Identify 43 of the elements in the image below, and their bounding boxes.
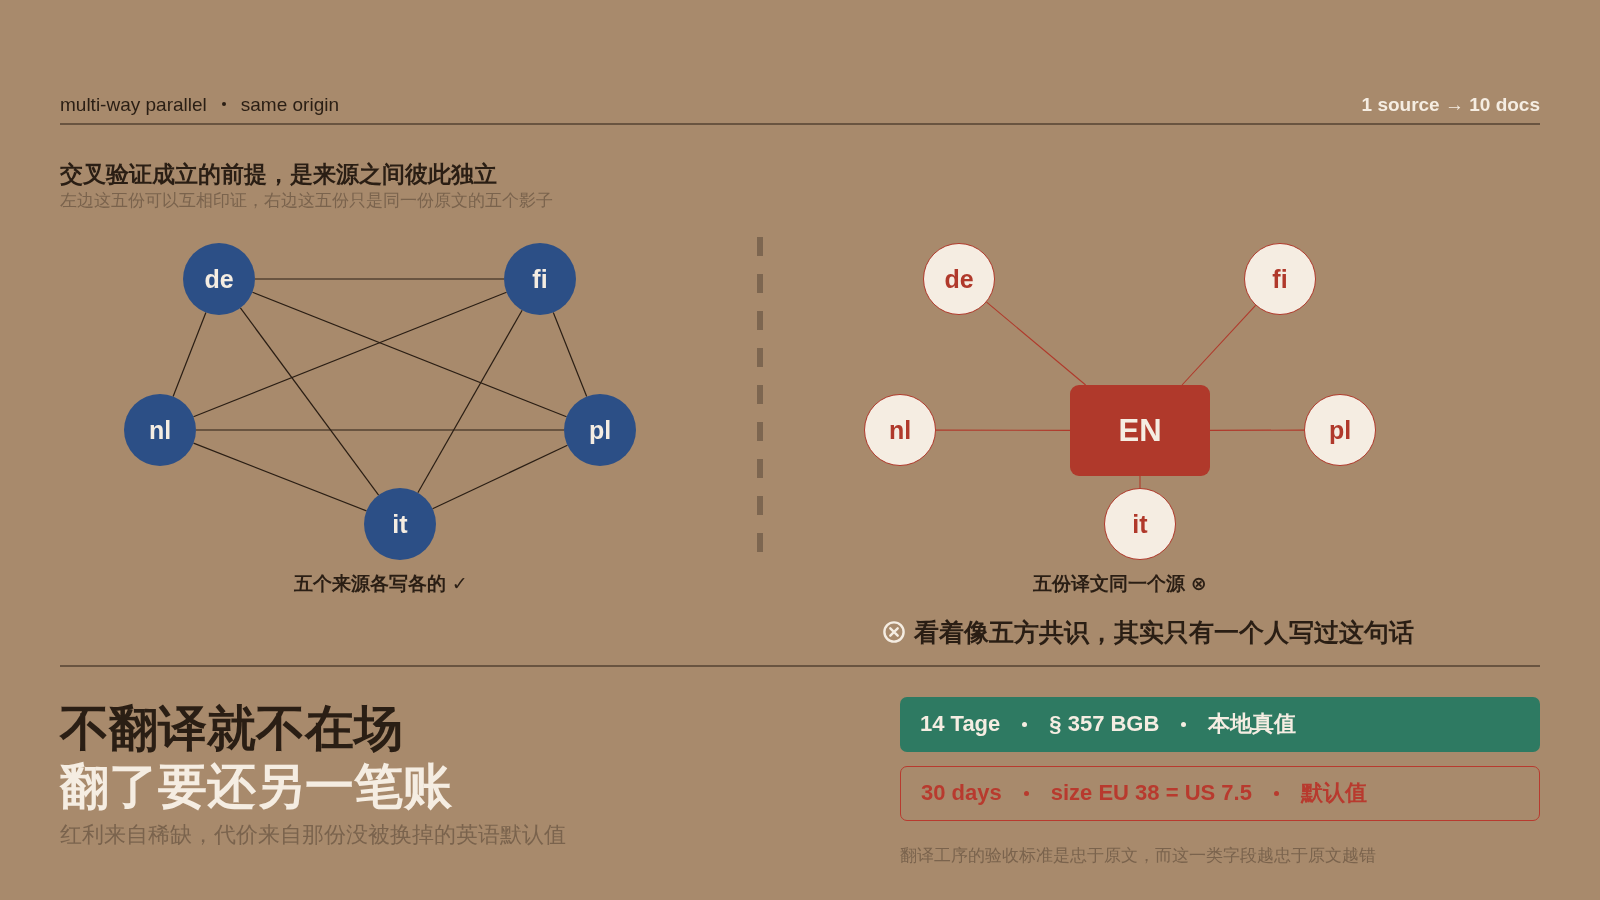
node-label: nl xyxy=(888,415,912,445)
headline: 翻了要还另一笔账 xyxy=(60,758,452,815)
bar-text: § 357 BGB xyxy=(1049,711,1160,738)
node-label: nl xyxy=(148,415,172,445)
node-label: de xyxy=(944,264,974,294)
heading: 交叉验证成立的前提，是来源之间彼此独立 xyxy=(60,160,497,188)
connector-line xyxy=(172,311,207,398)
connector-line xyxy=(192,442,368,512)
caption: 五个来源各写各的 ✓ xyxy=(294,571,468,595)
connector-line xyxy=(417,309,523,494)
connector-line xyxy=(192,291,508,418)
outlined-bar xyxy=(900,766,1540,821)
connector-line xyxy=(935,429,1071,431)
connector-line xyxy=(239,307,380,496)
node-label: de xyxy=(204,264,234,294)
bar-text: size EU 38 = US 7.5 xyxy=(1050,780,1252,807)
connector-line xyxy=(1139,475,1141,489)
bar-text: 14 Tage xyxy=(920,711,1001,738)
bar-text: 默认值 xyxy=(1300,780,1367,807)
node-label: it xyxy=(1132,509,1148,539)
connector-line xyxy=(1209,429,1305,431)
node-label: EN xyxy=(1118,411,1162,450)
node-label: fi xyxy=(532,264,548,294)
connector-line xyxy=(986,301,1087,386)
node-label: fi xyxy=(1272,264,1288,294)
header-text: same origin xyxy=(240,92,339,116)
source-box xyxy=(1070,385,1210,476)
node-label: pl xyxy=(1328,415,1352,445)
bar-text: 30 days xyxy=(921,780,1002,807)
connector-line xyxy=(251,291,568,418)
connector-line xyxy=(195,429,565,431)
warning-text: 看着像五方共识，其实只有一个人写过这句话 xyxy=(914,616,1414,648)
connector-line xyxy=(254,278,505,280)
headline: 不翻译就不在场 xyxy=(60,700,403,757)
node-label: it xyxy=(392,509,408,539)
highlight-bar xyxy=(900,697,1540,752)
connector-line xyxy=(431,444,568,510)
summary-text: 1 source → 10 docs xyxy=(1361,92,1540,116)
node-label: pl xyxy=(588,415,612,445)
connector-line xyxy=(1181,304,1257,386)
bar-text: 本地真值 xyxy=(1208,711,1297,738)
connector-line xyxy=(552,311,588,398)
header-text: multi-way parallel xyxy=(60,92,207,116)
